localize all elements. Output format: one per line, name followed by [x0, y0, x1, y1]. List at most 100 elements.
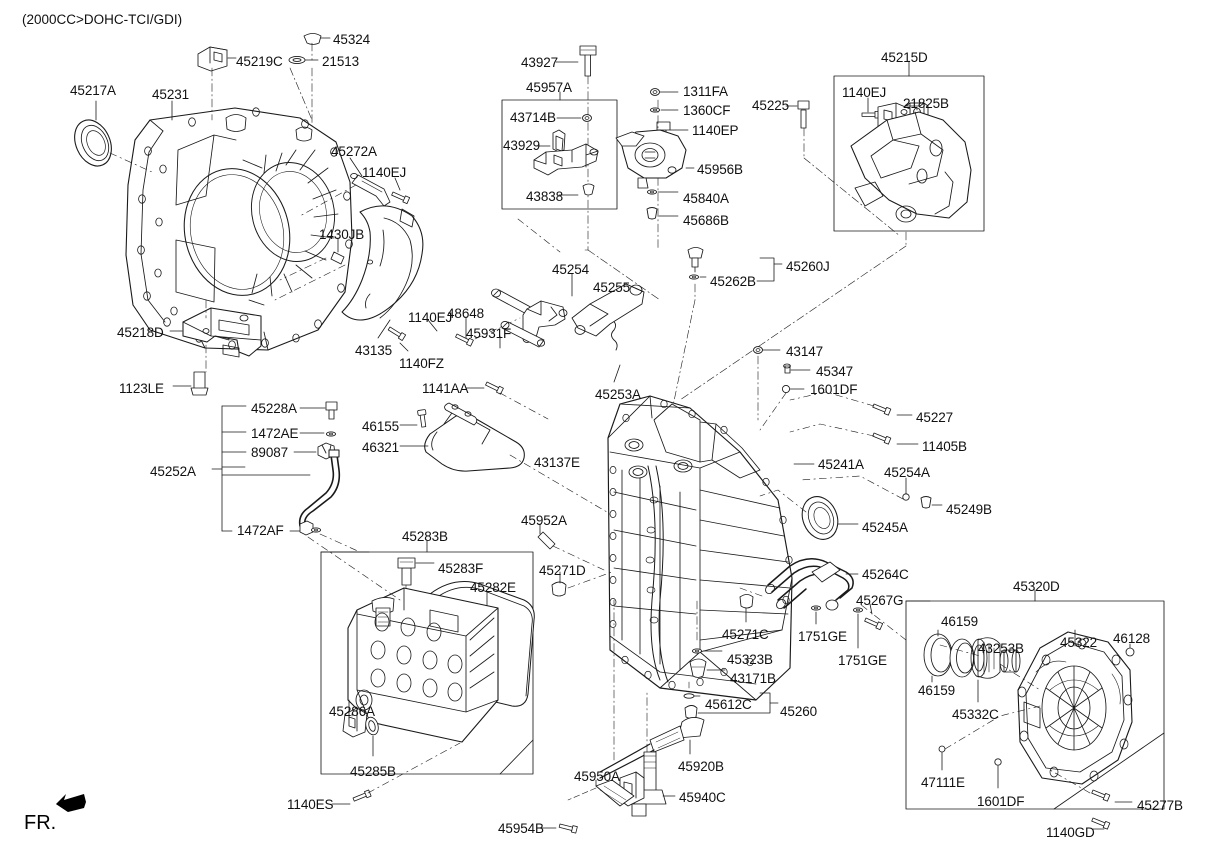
part-label-1472af: 1472AF: [237, 523, 284, 538]
part-45324-plug: [303, 33, 331, 45]
part-label-45282e: 45282E: [470, 580, 516, 595]
part-1472AF-clamp: [299, 520, 322, 536]
part-label-46159: 46159: [941, 614, 979, 629]
part-label-45322: 45322: [1060, 635, 1098, 650]
part-45254A-pin: [902, 493, 910, 501]
part-label-45286a: 45286A: [329, 704, 375, 719]
part-label-45950a: 45950A: [574, 769, 620, 784]
part-45227-bolt: [871, 402, 892, 416]
part-45686B-plug: [646, 207, 658, 220]
part-45253A-arm: [571, 283, 645, 337]
part-label-43838: 43838: [526, 189, 564, 204]
part-label-45260: 45260: [780, 704, 818, 719]
part-label-45277b: 45277B: [1137, 798, 1183, 813]
part-43714B-nut: [582, 114, 592, 122]
part-1140EJ-bolt-top: [390, 190, 411, 205]
part-label-89087: 89087: [251, 445, 289, 460]
part-label-45940c: 45940C: [679, 790, 726, 805]
part-label-1140ep: 1140EP: [692, 123, 739, 138]
part-label-45272a: 45272A: [331, 144, 377, 159]
part-21513-oring: [288, 55, 319, 65]
part-label-45225: 45225: [752, 98, 790, 113]
part-1140FZ-bolt: [386, 325, 407, 342]
part-45219C-bracket: [197, 46, 237, 72]
part-label-1140ej: 1140EJ: [408, 310, 453, 325]
part-label-45217a: 45217A: [70, 83, 116, 98]
part-label-45320d: 45320D: [1013, 579, 1060, 594]
part-43147-nut: [753, 346, 763, 354]
part-45225-bolt: [797, 100, 810, 129]
part-1141AA-bolt: [484, 380, 504, 395]
part-label-1601df: 1601DF: [977, 794, 1025, 809]
part-45931F-pin: [500, 320, 546, 348]
part-label-1472ae: 1472AE: [251, 426, 299, 441]
part-label-46321: 46321: [362, 440, 400, 455]
part-1751GE-washer-1: [810, 605, 822, 611]
front-arrow-icon: [56, 794, 86, 812]
part-label-45952a: 45952A: [521, 513, 567, 528]
part-label-46155: 46155: [362, 419, 400, 434]
part-45249B-plug: [920, 496, 932, 509]
part-43838-nut: [582, 183, 595, 196]
part-label-45245a: 45245A: [862, 520, 908, 535]
part-label-45267g: 45267G: [856, 593, 904, 608]
part-45950A-lever: [595, 779, 635, 807]
part-label-45252a: 45252A: [150, 464, 196, 479]
part-label-21513: 21513: [322, 54, 360, 69]
part-label-45215d: 45215D: [881, 50, 928, 65]
part-label-45271d: 45271D: [539, 563, 586, 578]
part-label-1311fa: 1311FA: [683, 84, 728, 99]
part-45956B-sensor: [615, 129, 687, 189]
part-45952A-pin: [537, 531, 556, 550]
bracket-45252A: [211, 405, 326, 532]
part-label-45931f: 45931F: [466, 326, 512, 341]
bracket-45260J: [756, 257, 783, 282]
part-label-48648: 48648: [447, 306, 485, 321]
part-46159-shim-2: [949, 638, 975, 678]
part-45252A-hose: [298, 449, 341, 527]
part-label-1140es: 1140ES: [287, 797, 334, 812]
part-label-43137e: 43137E: [534, 455, 580, 470]
part-45322-rear-cover: [1017, 631, 1133, 785]
part-45332C-bearing: [970, 637, 1001, 679]
part-label-1140ej: 1140EJ: [362, 165, 407, 180]
part-46155-bolt: [416, 408, 429, 428]
part-label-45231: 45231: [152, 87, 190, 102]
part-45277B-bolt: [1090, 788, 1111, 802]
part-45271C-plug: [739, 594, 754, 609]
part-label-1751ge: 1751GE: [798, 629, 847, 644]
part-label-45271c: 45271C: [722, 627, 769, 642]
part-1751GE-washer-2: [852, 607, 864, 613]
part-45215D-mount-bracket: [850, 102, 972, 223]
part-45267G-bolt: [863, 616, 884, 631]
part-45260-plug: [684, 705, 698, 719]
part-45612C-oring: [683, 693, 695, 699]
part-46321-cover-plate: [424, 402, 525, 472]
part-label-1140gd: 1140GD: [1046, 825, 1095, 840]
part-46128-pin: [1125, 647, 1135, 657]
part-label-45957a: 45957A: [526, 80, 572, 95]
part-label-1141aa: 1141AA: [422, 381, 469, 396]
part-label-43135: 43135: [355, 343, 393, 358]
part-label-1140ej: 1140EJ: [842, 85, 887, 100]
part-label-45686b: 45686B: [683, 213, 729, 228]
part-45241A-transaxle-case: [607, 395, 793, 701]
part-45245A-seal: [801, 496, 839, 540]
part-label-43927: 43927: [521, 55, 559, 70]
part-label-46128: 46128: [1113, 631, 1151, 646]
part-label-45219c: 45219C: [236, 54, 283, 69]
page-title: (2000CC>DOHC-TCI/GDI): [22, 12, 183, 27]
part-1140EJ-bolt-mount: [861, 110, 880, 119]
part-label-1430jb: 1430JB: [319, 227, 365, 242]
part-45228A-fitting: [325, 401, 338, 420]
part-1601DF-plug: [781, 384, 791, 394]
part-label-46159: 46159: [918, 683, 956, 698]
part-11405B-bolt: [871, 431, 892, 445]
part-label-45954b: 45954B: [498, 821, 544, 836]
part-label-45253a: 45253A: [595, 387, 641, 402]
part-label-45840a: 45840A: [683, 191, 729, 206]
part-label-45283b: 45283B: [402, 529, 448, 544]
part-46159-shim-1: [923, 633, 953, 677]
part-label-45956b: 45956B: [697, 162, 743, 177]
